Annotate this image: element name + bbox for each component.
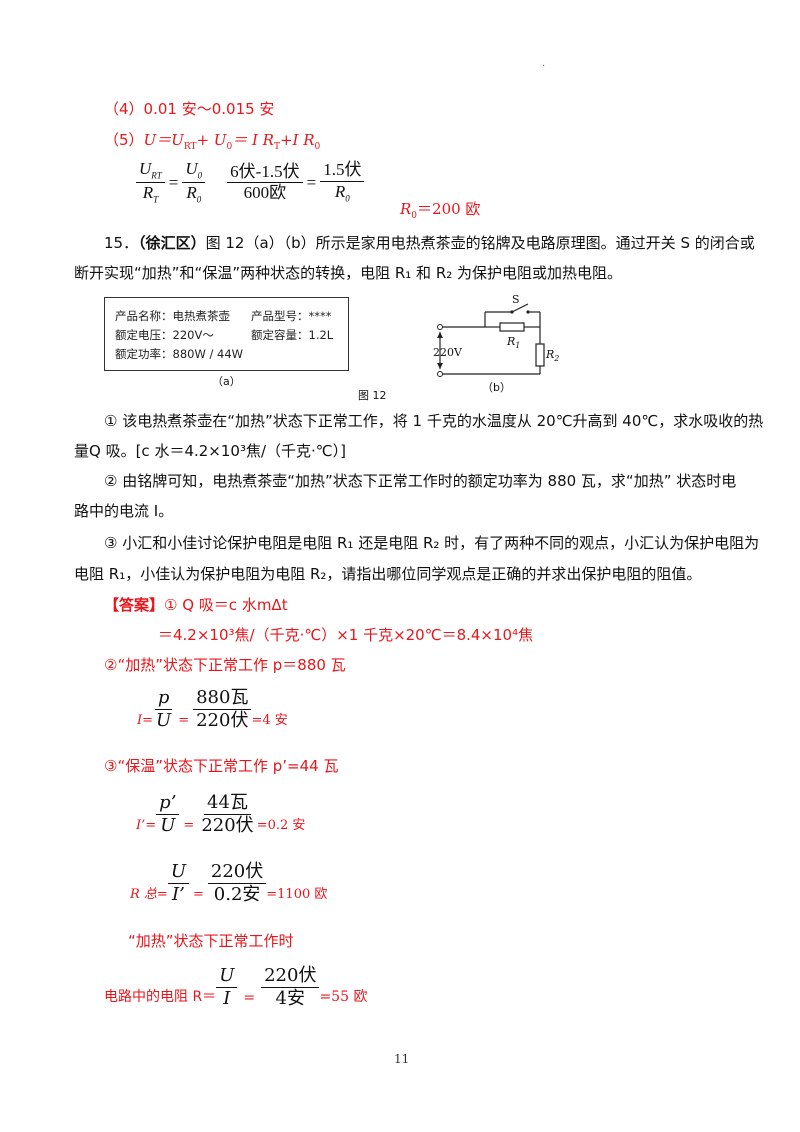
answer-line2: ＝4.2×10³焦/（千克·℃）×1 千克×20℃＝8.4×10⁴焦 <box>158 626 534 644</box>
answer-line3: ②“加热”状态下正常工作 p＝880 瓦 <box>104 656 346 674</box>
page-number: 11 <box>394 1052 410 1066</box>
question-part2-line2: 路中的电流 I。 <box>74 502 174 520</box>
circuit-caption: （b） <box>482 381 511 394</box>
plate-row2a: 额定电压：220V～ <box>115 328 214 342</box>
circuit-diagram <box>437 303 545 377</box>
plate-row3a: 额定功率：880W / 44W <box>115 347 244 361</box>
question-part2-line1: ② 由铭牌可知，电热煮茶壶“加热”状态下正常工作时的额定功率为 880 瓦，求“… <box>104 472 737 490</box>
plate-row1b: 产品型号：**** <box>251 309 332 323</box>
question-part3-line1: ③ 小汇和小佳讨论保护电阻是电阻 R₁ 还是电阻 R₂ 时，有了两种不同的观点，… <box>104 534 760 552</box>
plate-row2b: 额定容量：1.2L <box>251 328 334 342</box>
top-dot: . <box>542 58 546 69</box>
answer-5: （5）U＝URT+ U0＝ I RT+I R0 <box>104 131 321 152</box>
plate-caption: （a） <box>212 375 241 388</box>
r0-result: R0＝200 欧 <box>400 200 481 221</box>
answer-line1: 【答案】① Q 吸＝c 水mΔt <box>104 596 288 614</box>
plate-row1a: 产品名称：电热煮茶壶 <box>115 309 230 323</box>
answer-4: （4）0.01 安～0.015 安 <box>104 100 275 118</box>
circuit-label-r2: R2 <box>546 348 560 364</box>
question-part1-line1: ① 该电热煮茶壶在“加热”状态下正常工作，将 1 千克的水温度从 20℃升高到 … <box>104 412 764 430</box>
figure-caption: 图 12 <box>358 389 387 402</box>
circuit-label-voltage: 220V <box>433 346 462 359</box>
circuit-label-r1: R1 <box>507 335 521 351</box>
circuit-label-s: S <box>512 293 520 306</box>
question-part1-line2: 量Q 吸。[c 水＝4.2×10³焦/（千克·℃）] <box>74 442 346 460</box>
question-15-line2: 断开实现“加热”和“保温”两种状态的转换，电阻 R₁ 和 R₂ 为保护电阻或加热… <box>74 264 623 282</box>
question-part3-line2: 电阻 R₁，小佳认为保护电阻为电阻 R₂，请指出哪位同学观点是正确的并求出保护电… <box>74 565 702 583</box>
answer-line5: “加热”状态下正常工作时 <box>128 932 294 950</box>
answer-line4: ③“保温”状态下正常工作 p’=44 瓦 <box>104 757 339 775</box>
nameplate: 产品名称：电热煮茶壶 产品型号：**** 额定电压：220V～ 额定容量：1.2… <box>104 297 349 371</box>
question-15-line1: 15．（徐汇区）图 12（a）（b）所示是家用电热煮茶壶的铭牌及电路原理图。通过… <box>104 234 755 252</box>
